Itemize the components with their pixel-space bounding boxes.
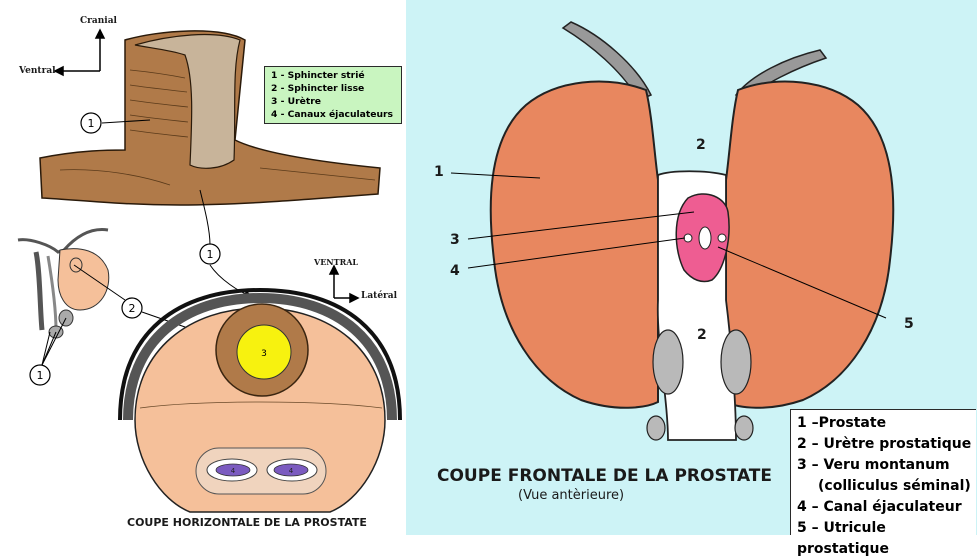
horizontal-section: 3 4 4: [120, 290, 400, 512]
legend-item: 2 – Urètre prostatique: [797, 434, 976, 455]
callout-1-top-text: 1: [88, 117, 95, 130]
label-urethra-top: 2: [696, 137, 706, 153]
side-view-sketch: 1: [18, 230, 109, 385]
connector-arrow: 1: [200, 190, 250, 297]
duct-label-left: 4: [231, 467, 236, 475]
legend-item: 3 – Veru montanum: [797, 455, 976, 476]
frontal-section-title: COUPE FRONTALE DE LA PROSTATE: [437, 466, 772, 486]
callout-2-text: 2: [129, 302, 136, 315]
legend-item: 4 - Canaux éjaculateurs: [271, 108, 401, 121]
legend-item: 5 – Utricule prostatique: [797, 518, 976, 560]
label-veru-3: 3: [450, 232, 460, 248]
orientation-cranial: Cranial: [80, 16, 117, 26]
orientation-ventral-upper: VENTRAL: [314, 257, 358, 267]
frontal-section-subtitle: (Vue antèrieure): [518, 488, 624, 503]
label-duct-4: 4: [450, 263, 460, 279]
label-prostate-1: 1: [434, 164, 444, 180]
horizontal-section-title: COUPE HORIZONTALE DE LA PROSTATE: [127, 516, 367, 529]
duct-label-right: 4: [289, 467, 294, 475]
orientation-ventral: Ventral: [19, 66, 56, 76]
urethra-label: 3: [261, 349, 267, 359]
legend-item: 3 - Urètre: [271, 95, 401, 108]
label-urethra-bottom: 2: [697, 327, 707, 343]
legend-item: 4 – Canal éjaculateur: [797, 497, 976, 518]
legend-item: 1 –Prostate: [797, 413, 976, 434]
label-utricle-5: 5: [904, 316, 914, 332]
orientation-arrows-bottom: [330, 266, 358, 302]
horizontal-legend: 1 - Sphincter strié 2 - Sphincter lisse …: [264, 66, 402, 124]
legend-item: 1 - Sphincter strié: [271, 69, 401, 82]
legend-item: (colliculus séminal): [797, 476, 976, 497]
orientation-lateral: Latéral: [361, 291, 397, 301]
orientation-arrows-top: [55, 30, 104, 75]
callout-1-side-text: 1: [37, 369, 44, 382]
frontal-legend: 1 –Prostate 2 – Urètre prostatique 3 – V…: [790, 409, 976, 535]
legend-item: 2 - Sphincter lisse: [271, 82, 401, 95]
callout-1-mid-text: 1: [207, 248, 214, 261]
horizontal-section-panel: 1 1 1: [0, 0, 405, 535]
